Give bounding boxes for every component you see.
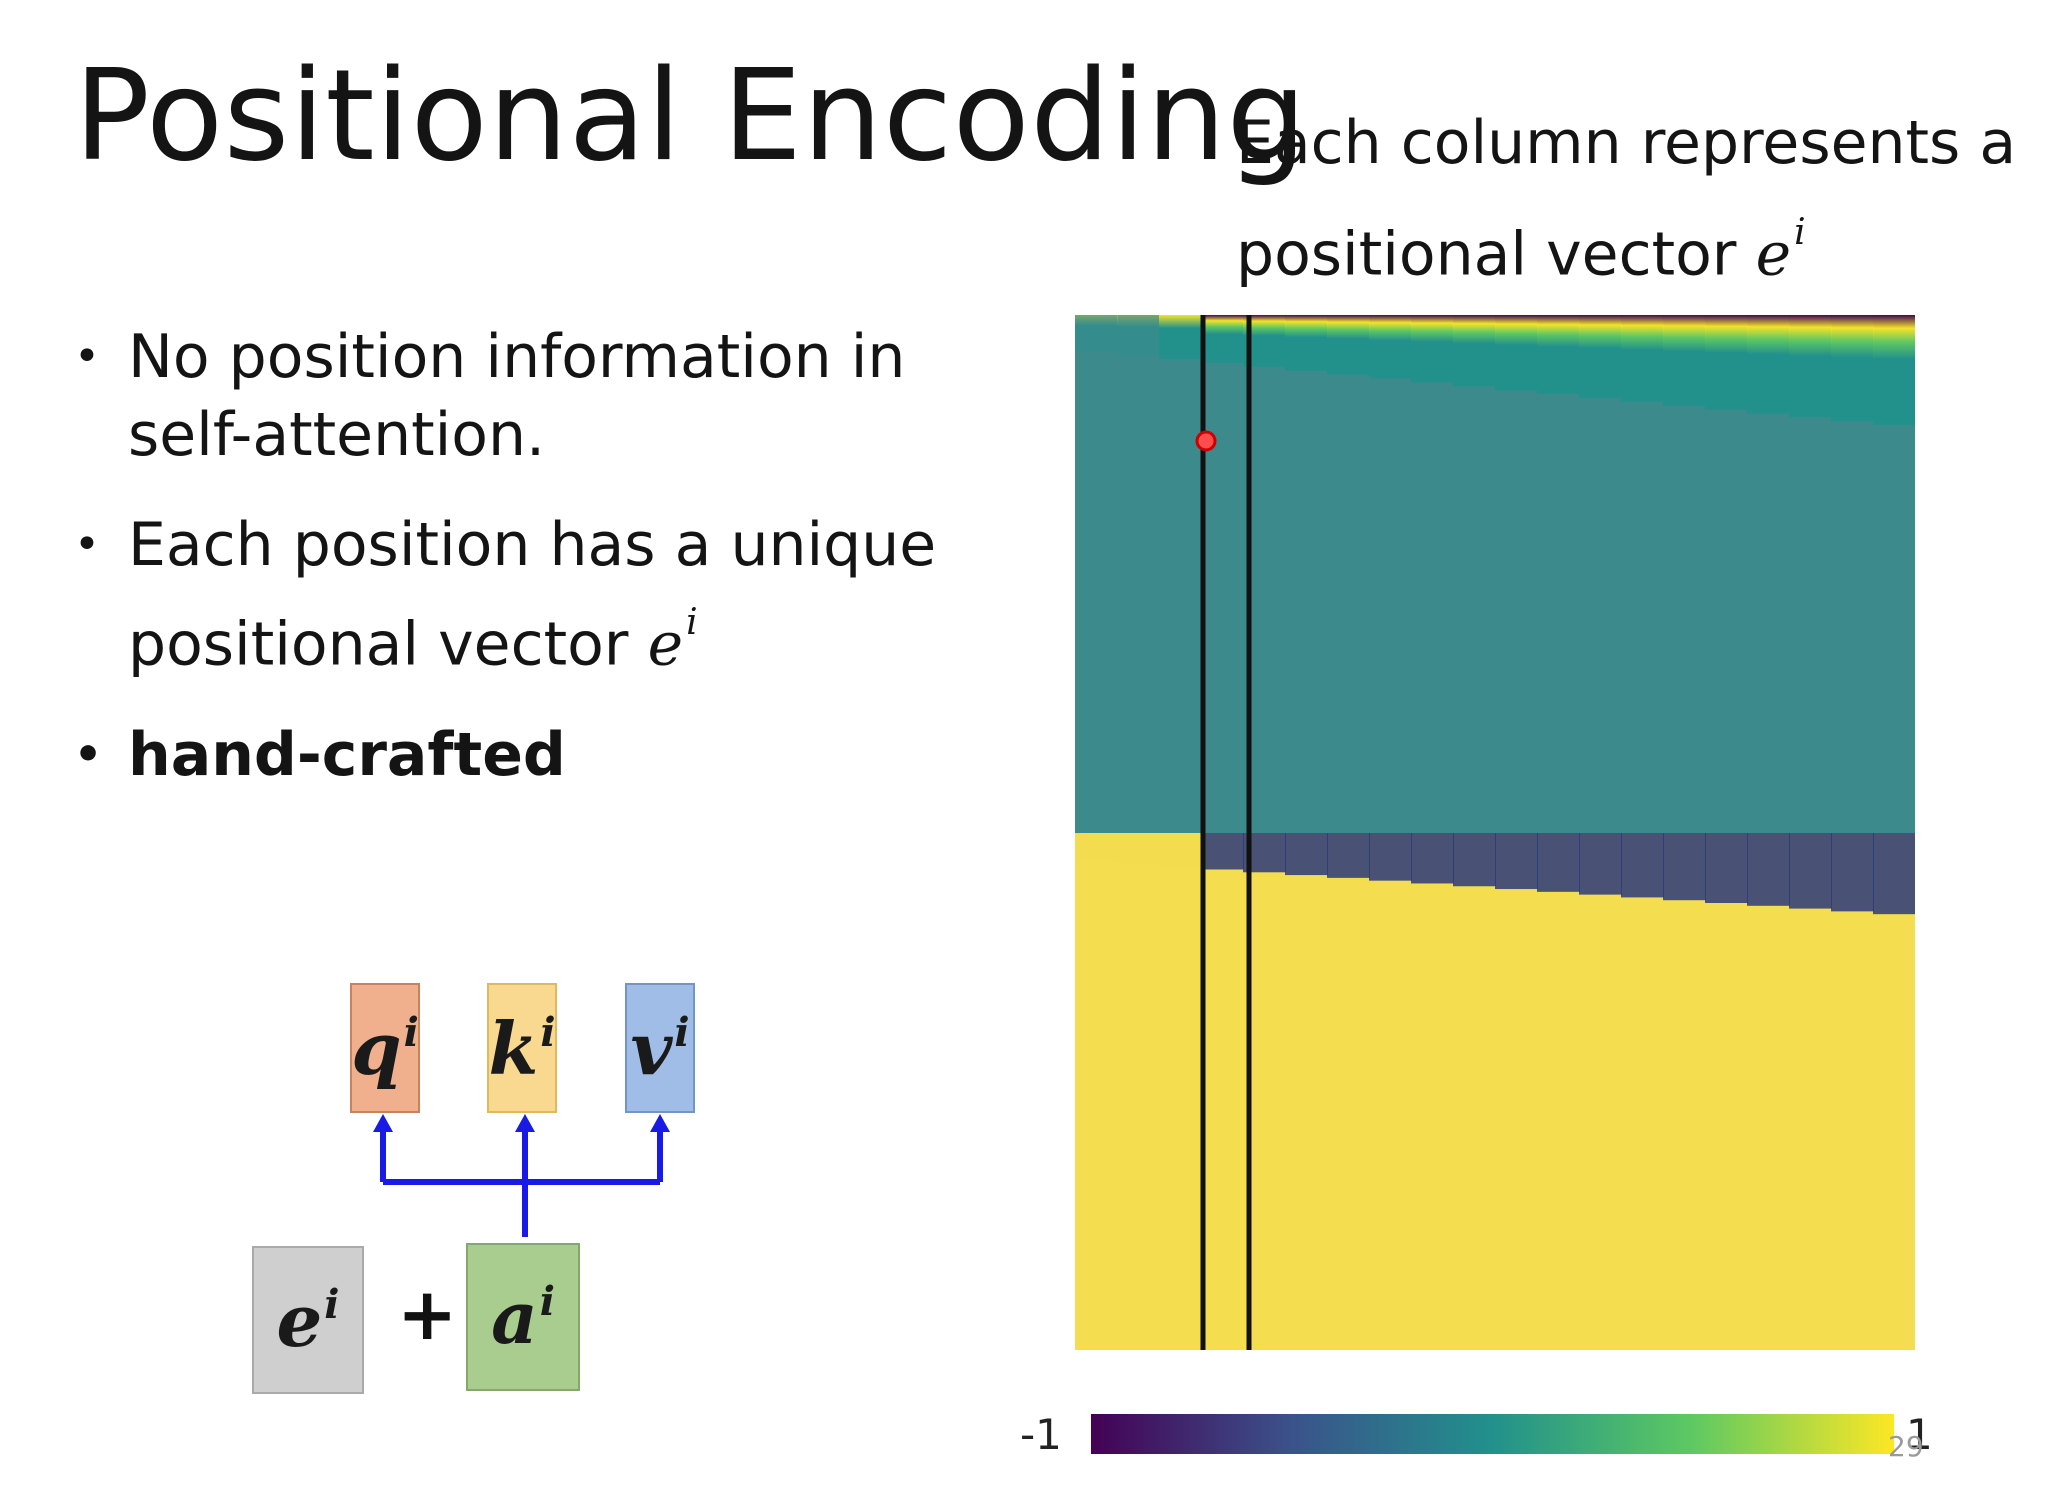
bullet-item: • hand-crafted bbox=[70, 716, 970, 794]
heatmap-column-bottom bbox=[1579, 833, 1622, 895]
bullet-list: • No position information in self-attent… bbox=[70, 318, 970, 826]
heatmap-column-top bbox=[1579, 315, 1622, 398]
heatmap-column-bottom bbox=[1873, 833, 1915, 915]
heatmap-column-bottom bbox=[1495, 833, 1538, 890]
bullet-symbol-sup: i bbox=[686, 602, 698, 643]
heatmap-column-bottom bbox=[1621, 833, 1664, 898]
heatmap-column-bottom bbox=[1789, 833, 1832, 909]
positional-vector-sup: i bbox=[324, 1280, 340, 1328]
query-sup: i bbox=[403, 1008, 419, 1056]
heatmap-column-top bbox=[1159, 315, 1202, 360]
heatmap-column-top bbox=[1747, 315, 1790, 414]
heatmap-column-bottom bbox=[1453, 833, 1496, 887]
heatmap-column-top bbox=[1873, 315, 1915, 426]
heatmap-column-top bbox=[1075, 315, 1118, 352]
caption-line-2-text: positional vector bbox=[1236, 219, 1756, 290]
heatmap-column-top bbox=[1327, 315, 1370, 375]
heatmap-column-bottom bbox=[1285, 833, 1328, 876]
arrowhead-v-icon bbox=[650, 1114, 670, 1132]
heatmap-column-bottom bbox=[1663, 833, 1706, 901]
caption-line-1: Each column represents a bbox=[1236, 108, 2017, 178]
heatmap-stripes-top bbox=[1075, 315, 1915, 426]
bullet-text: hand-crafted bbox=[128, 719, 566, 790]
qkv-arrows bbox=[373, 1114, 670, 1237]
bullet-dot-icon: • bbox=[74, 728, 103, 780]
bullet-item: • No position information in self-attent… bbox=[70, 318, 970, 474]
selected-column-frame bbox=[1200, 315, 1252, 1350]
heatmap-column-top bbox=[1495, 315, 1538, 391]
heatmap-column-top bbox=[1285, 315, 1328, 371]
heatmap-bottom-half bbox=[1075, 833, 1915, 1350]
heatmap-column-bottom bbox=[1369, 833, 1412, 881]
arrowhead-q-icon bbox=[373, 1114, 393, 1132]
heatmap-column-bottom bbox=[1411, 833, 1454, 884]
heatmap-column-bottom bbox=[1117, 833, 1160, 864]
bullet-text: Each position has a unique positional ve… bbox=[128, 510, 937, 680]
heatmap-column-top bbox=[1369, 315, 1412, 379]
bullet-text: No position information in self-attentio… bbox=[128, 322, 906, 470]
heatmap-column-bottom bbox=[1159, 833, 1202, 867]
heatmap-column-top bbox=[1453, 315, 1496, 387]
plus-sign: + bbox=[397, 1272, 458, 1356]
caption-symbol: e bbox=[1755, 219, 1792, 290]
heatmap-column-bottom bbox=[1075, 833, 1118, 862]
heatmap-column-top bbox=[1831, 315, 1874, 422]
heatmap-stripes-bottom bbox=[1075, 833, 1915, 915]
input-vector-label: a bbox=[491, 1274, 538, 1360]
heatmap-column-bottom bbox=[1327, 833, 1370, 878]
heatmap-column-top bbox=[1705, 315, 1748, 410]
red-dot-icon bbox=[1195, 430, 1217, 452]
slide-title: Positional Encoding bbox=[74, 42, 1308, 189]
heatmap-column-top bbox=[1117, 315, 1160, 356]
page-number: 29 bbox=[1888, 1430, 1924, 1463]
heatmap-column-bottom bbox=[1831, 833, 1874, 912]
bullet-dot-icon: • bbox=[74, 331, 100, 382]
positional-encoding-heatmap bbox=[1075, 315, 1915, 1350]
arrowhead-k-icon bbox=[515, 1114, 535, 1132]
caption-line-2: positional vector ei bbox=[1236, 188, 2036, 300]
caption-symbol-sup: i bbox=[1794, 212, 1806, 253]
heatmap-column-top bbox=[1411, 315, 1454, 383]
bullet-symbol: e bbox=[647, 609, 684, 680]
heatmap-column-top bbox=[1789, 315, 1832, 418]
heatmap-caption: Each column represents a positional vect… bbox=[1236, 98, 2036, 300]
heatmap-column-bottom bbox=[1201, 833, 1244, 870]
heatmap-column-top bbox=[1621, 315, 1664, 402]
heatmap-column-top bbox=[1201, 315, 1244, 363]
key-label: k bbox=[488, 1005, 539, 1091]
heatmap-column-bottom bbox=[1747, 833, 1790, 906]
query-label: q bbox=[351, 1005, 402, 1091]
colorbar-max-label: 1 bbox=[1906, 1410, 1933, 1459]
heatmap-column-top bbox=[1537, 315, 1580, 394]
input-vector-sup: i bbox=[539, 1277, 555, 1325]
bullet-item: • Each position has a unique positional … bbox=[70, 506, 970, 684]
colorbar bbox=[1091, 1414, 1894, 1454]
heatmap-column-bottom bbox=[1537, 833, 1580, 892]
heatmap-column-top bbox=[1663, 315, 1706, 406]
value-sup: i bbox=[674, 1008, 690, 1056]
bullet-dot-icon: • bbox=[74, 519, 100, 570]
heatmap-column-bottom bbox=[1705, 833, 1748, 904]
value-label: v bbox=[630, 1005, 673, 1091]
positional-vector-label: e bbox=[276, 1277, 323, 1363]
colorbar-min-label: -1 bbox=[1020, 1410, 1062, 1459]
key-sup: i bbox=[540, 1008, 556, 1056]
